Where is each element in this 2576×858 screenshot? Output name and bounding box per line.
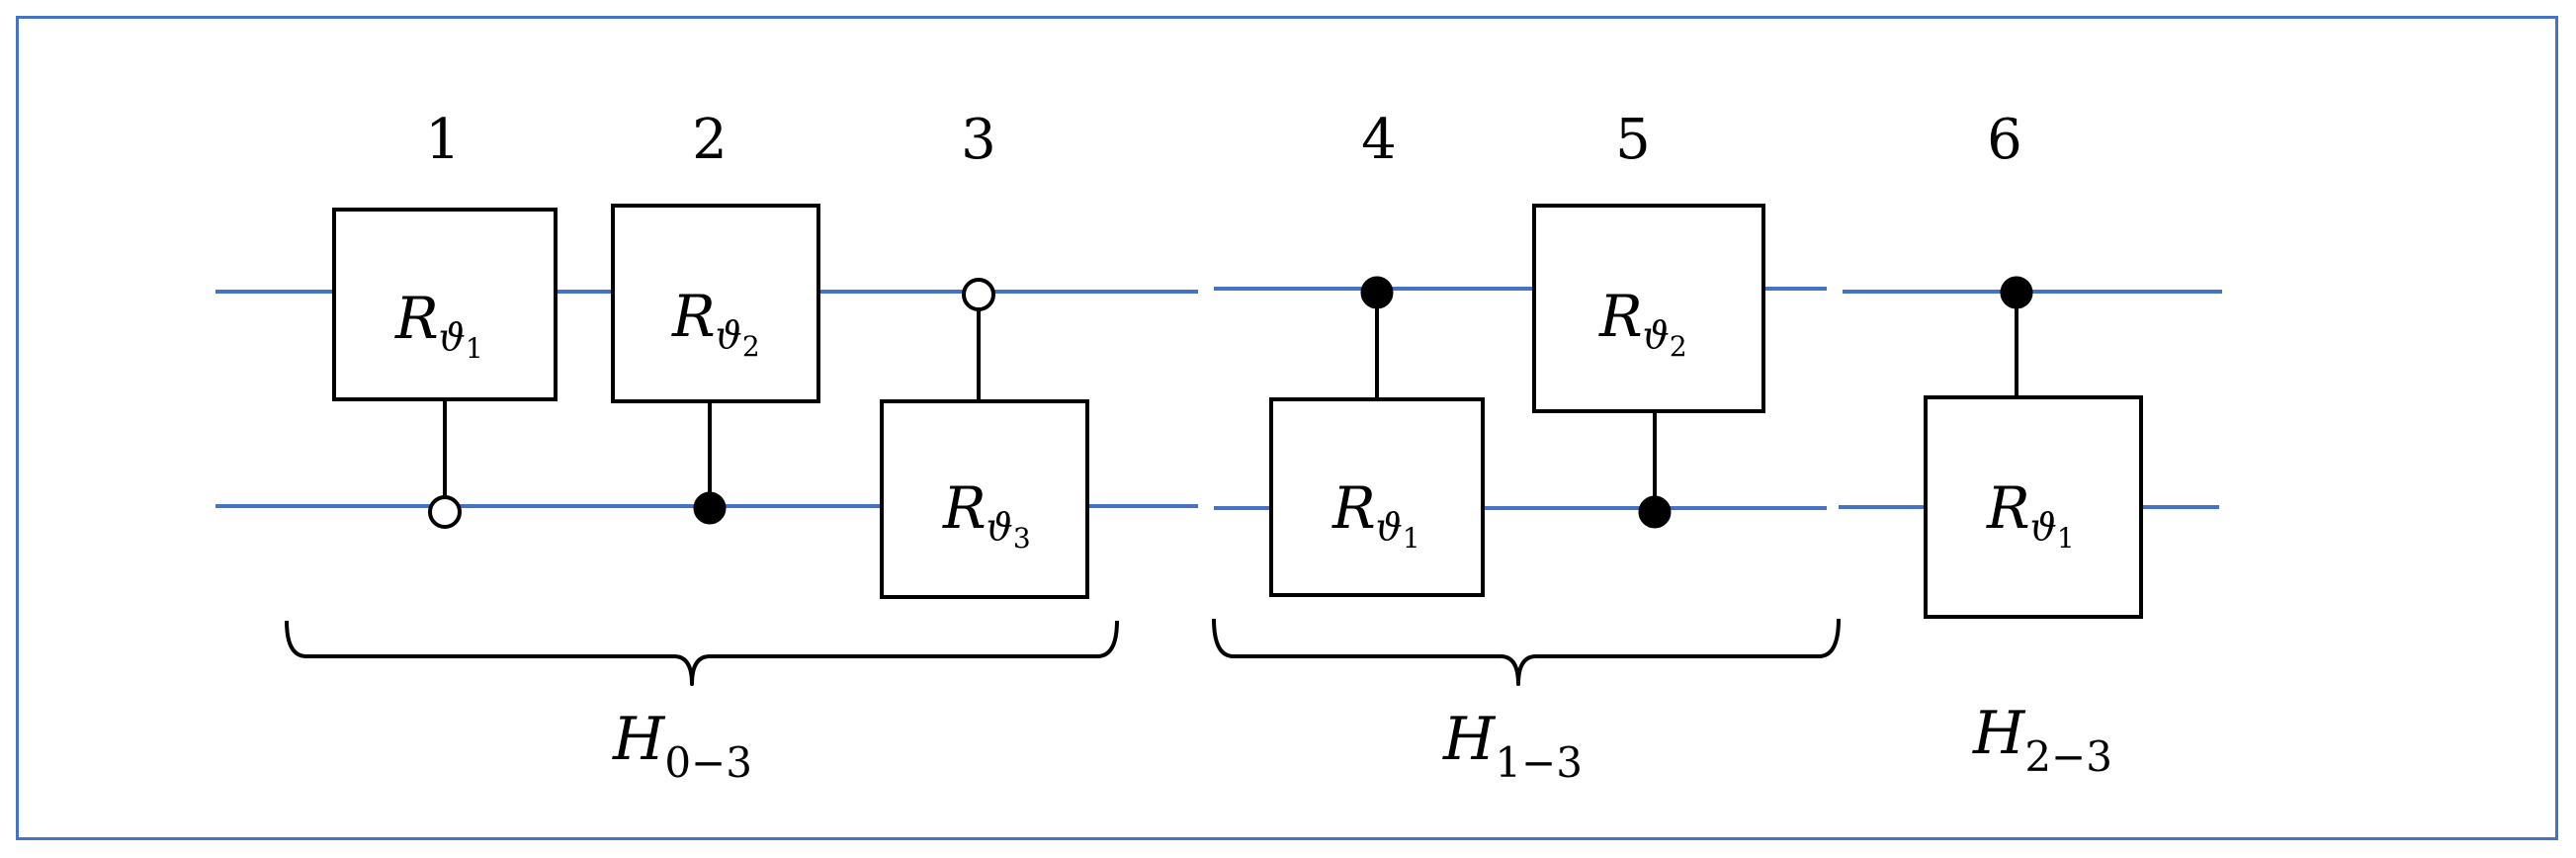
rotation-gate-box	[1269, 397, 1485, 597]
gate-label: Rϑ1	[1331, 474, 1420, 555]
column-number: 4	[1361, 108, 1397, 172]
gate-4: Rϑ1	[1269, 276, 1485, 597]
rotation-gate-box	[611, 204, 820, 403]
filled-control-dot	[2000, 276, 2033, 309]
gate-label: Rϑ1	[394, 285, 483, 365]
gate-6: Rϑ1	[1924, 276, 2143, 619]
diagram-frame	[16, 16, 2558, 840]
gate-label: Rϑ1	[1986, 474, 2075, 555]
rotation-gate-box	[880, 399, 1089, 599]
column-number: 6	[1987, 108, 2022, 172]
open-control-dot	[962, 278, 995, 311]
gate-5: Rϑ2	[1532, 204, 1765, 529]
gate-2: Rϑ2	[611, 204, 820, 525]
gate-1: Rϑ1	[332, 208, 558, 529]
column-number: 5	[1615, 108, 1651, 172]
rotation-gate-box	[1924, 395, 2143, 619]
gate-label: Rϑ2	[1598, 283, 1687, 363]
column-number: 3	[961, 108, 996, 172]
group-brace-2	[1212, 618, 1841, 686]
group-brace-1	[285, 620, 1119, 686]
gate-label: Rϑ2	[671, 283, 760, 363]
gate-3: Rϑ3	[880, 278, 1089, 599]
column-number: 2	[692, 108, 728, 172]
column-numbers: 1 2 3 4 5 6	[425, 108, 2022, 172]
group-label-h0-3: H0−3	[612, 705, 752, 787]
rotation-gate-box	[1532, 204, 1765, 413]
filled-control-dot	[1638, 495, 1672, 529]
column-number: 1	[425, 108, 461, 172]
gate-label: Rϑ3	[942, 474, 1031, 555]
filled-control-dot	[1360, 276, 1394, 309]
group-label-h1-3: H1−3	[1442, 705, 1583, 787]
rotation-gate-box	[332, 208, 558, 401]
filled-control-dot	[693, 491, 727, 525]
group-label-h2-3: H2−3	[1972, 699, 2112, 781]
open-control-dot	[428, 495, 462, 529]
